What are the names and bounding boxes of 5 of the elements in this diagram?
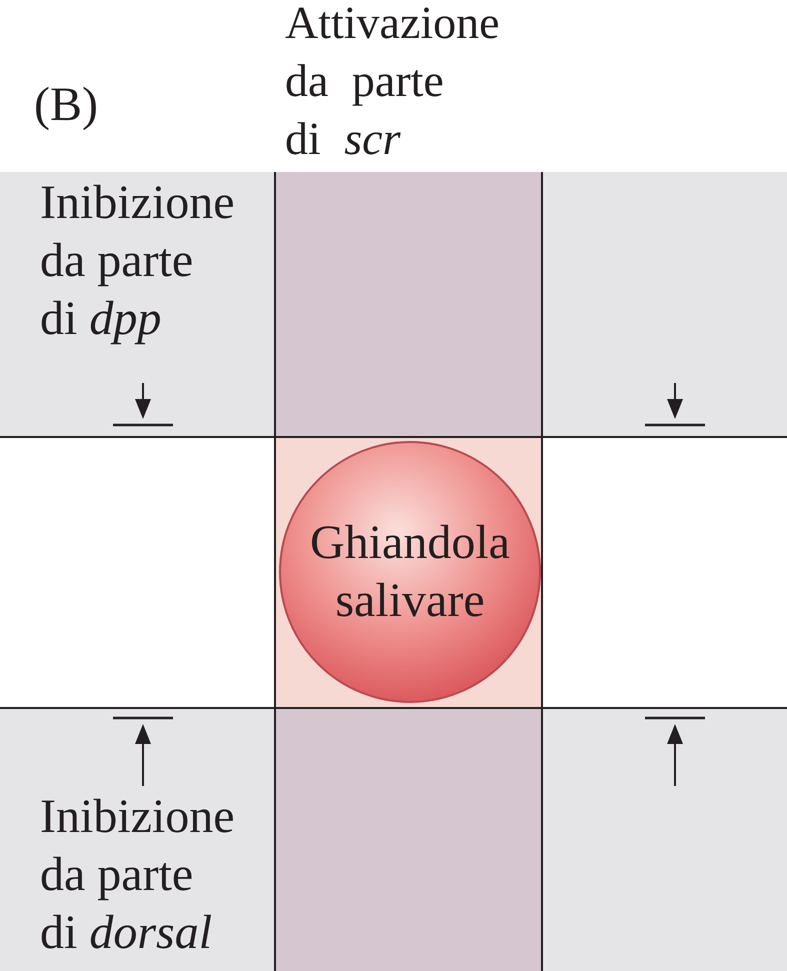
region-label: Inibizione da parte di dorsal [40,789,236,961]
node-label: Ghiandola salivare [309,515,511,629]
heading-label: Attivazione da parte di scr [285,0,501,166]
region-label: Inibizione da parte di dpp [40,175,236,347]
panel-letter: (B) [34,77,98,133]
